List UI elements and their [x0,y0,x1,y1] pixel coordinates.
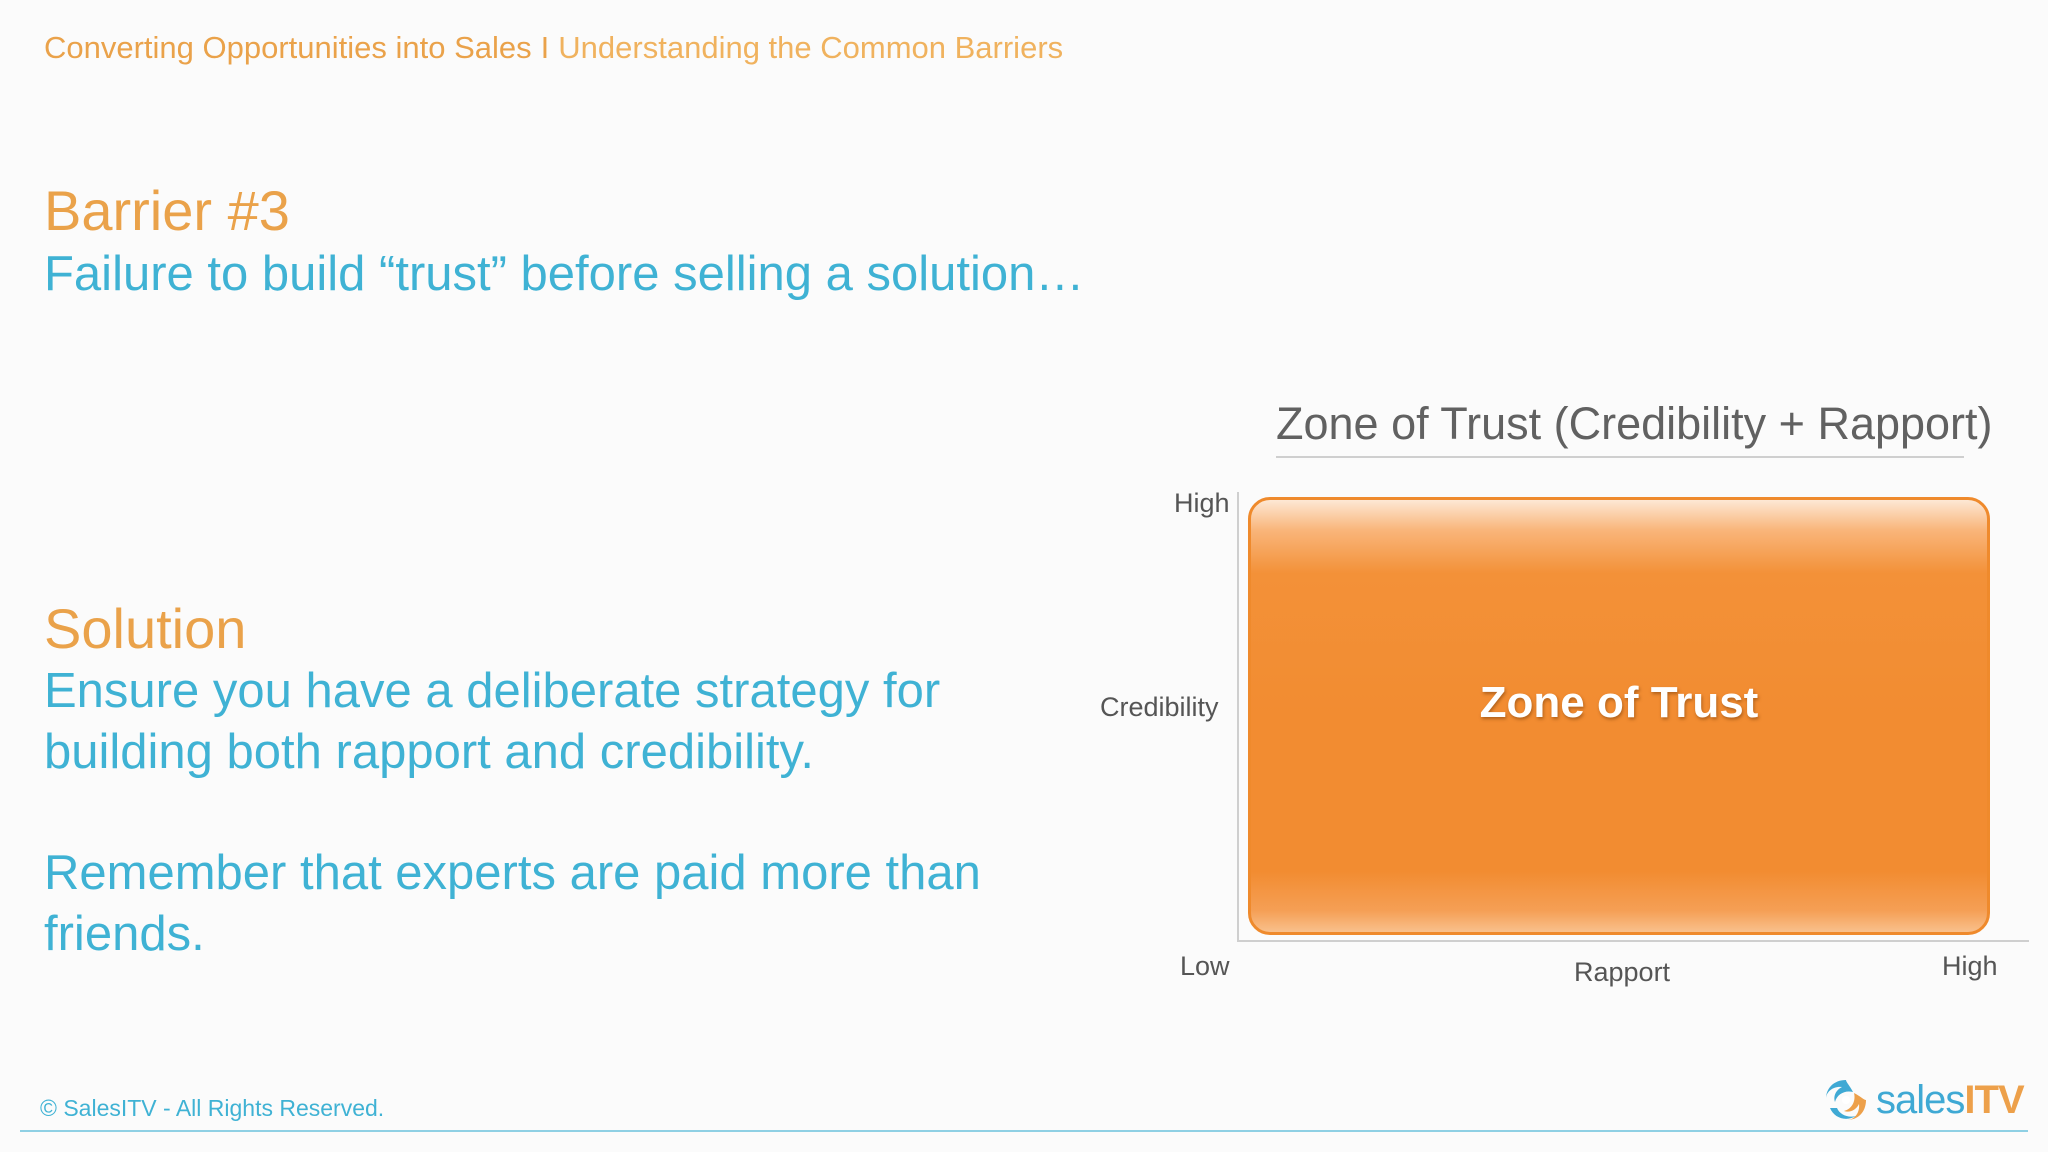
breadcrumb-separator: I [540,30,550,65]
salesitv-logo: salesITV [1820,1070,2025,1130]
diagram-title: Zone of Trust (Credibility + Rapport) [1276,398,1993,458]
x-axis-high-label: High [1942,951,1998,981]
y-axis-label: Credibility [1100,692,1219,722]
footer-divider [20,1130,2028,1132]
solution-paragraph-2: Remember that experts are paid more than… [44,846,981,961]
swirl-logo-icon [1826,1080,1866,1120]
logo-wordmark: salesITV [1876,1077,2025,1123]
barrier-heading: Barrier #3 [44,179,290,242]
barrier-text: Failure to build “trust” before selling … [44,247,1085,301]
y-axis-line [1237,492,1239,942]
breadcrumb-section: Converting Opportunities into Sales [44,30,532,65]
x-axis-line [1237,940,2029,942]
zone-of-trust-box: Zone of Trust [1248,497,1990,935]
logo-sales-text: sales [1876,1077,1965,1122]
logo-itv-text: ITV [1964,1077,2024,1122]
origin-low-label: Low [1180,951,1230,981]
solution-paragraph-1: Ensure you have a deliberate strategy fo… [44,664,941,779]
copyright-notice: © SalesITV - All Rights Reserved. [40,1095,385,1121]
zone-label: Zone of Trust [1479,678,1759,727]
y-axis-high-label: High [1174,488,1230,518]
x-axis-label: Rapport [1574,957,1671,987]
solution-heading: Solution [44,597,247,660]
breadcrumb-subsection: Understanding the Common Barriers [558,30,1064,65]
